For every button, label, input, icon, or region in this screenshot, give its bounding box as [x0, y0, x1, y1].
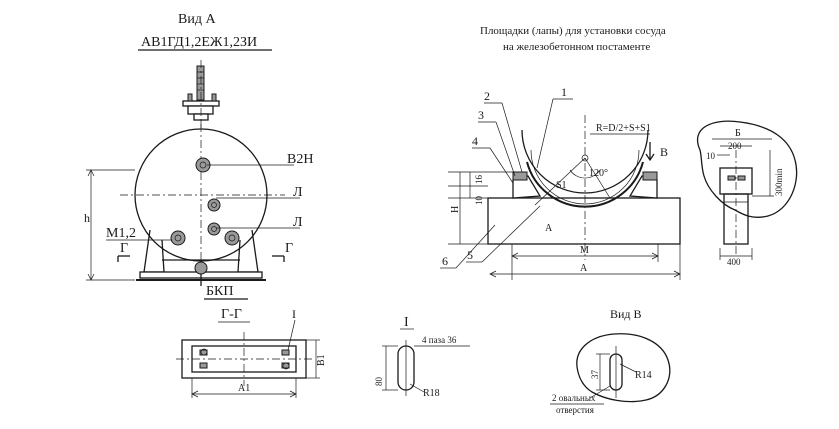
detail-b: Б 200 10 300min 400 — [697, 120, 798, 267]
dim-a-diag: A — [545, 223, 553, 234]
pads-title-line2: на железобетонном постаменте — [503, 41, 650, 53]
dim-m: M — [580, 245, 589, 256]
detail-i-title: I — [404, 315, 409, 330]
label-g-left: Г — [120, 241, 128, 256]
holes-line2: отверстия — [556, 405, 594, 415]
label-m12: М1,2 — [106, 226, 136, 241]
radius-r14: R14 — [635, 370, 652, 381]
callout-3: 3 — [478, 108, 484, 122]
pads-title-line1: Площадки (лапы) для установки сосуда — [480, 25, 666, 37]
dim-400: 400 — [727, 257, 741, 267]
view-a: Вид А АВ1ГД1,2ЕЖ1,2ЗИ — [84, 12, 313, 300]
dim-80: 80 — [374, 377, 384, 387]
holes-line1: 2 овальных — [552, 393, 596, 403]
view-b-title: Вид В — [610, 307, 642, 321]
callout-5: 5 — [467, 248, 473, 262]
s1: S1 — [556, 180, 567, 191]
dim-10: 10 — [474, 196, 484, 206]
label-g-right: Г — [285, 241, 293, 256]
label-l1: Л — [293, 185, 303, 200]
dim-a: A — [580, 263, 588, 274]
label-b1: B1 — [316, 354, 327, 366]
view-a-code: АВ1ГД1,2ЕЖ1,2ЗИ — [141, 35, 257, 50]
detail-i: I 4 паза 36 80 R18 — [374, 315, 470, 399]
dim-300min: 300min — [774, 168, 784, 196]
formula: R=D/2+S+S1 — [596, 123, 651, 134]
view-b-arrow: В — [660, 145, 668, 159]
callout-1: 1 — [561, 85, 567, 99]
label-l2: Л — [293, 215, 303, 230]
label-b: Б — [735, 128, 741, 139]
dim-16: 16 — [474, 175, 484, 185]
callout-6: 6 — [442, 254, 448, 268]
section-gg-callout: I — [292, 307, 296, 321]
label-b2n: В2Н — [287, 152, 313, 167]
dim-37: 37 — [590, 370, 600, 380]
radius-r18: R18 — [423, 388, 440, 399]
view-b: Вид В 37 R14 2 овальных отверстия — [550, 307, 671, 415]
callout-2: 2 — [484, 89, 490, 103]
label-bkp: БКП — [206, 284, 234, 299]
view-a-title: Вид А — [178, 12, 216, 27]
section-gg-title: Г-Г — [221, 307, 242, 322]
dim-h: H — [450, 206, 461, 213]
dim-10-b: 10 — [706, 151, 716, 161]
angle: 120° — [589, 168, 608, 179]
label-h: h — [84, 211, 90, 225]
callout-4: 4 — [472, 134, 478, 148]
label-a1: A1 — [238, 383, 250, 394]
section-gg: Г-Г I B1 A1 — [176, 307, 327, 398]
pads-section: Площадки (лапы) для установки сосуда на … — [440, 25, 681, 280]
detail-i-slots: 4 паза 36 — [422, 335, 457, 345]
dim-200: 200 — [728, 141, 742, 151]
